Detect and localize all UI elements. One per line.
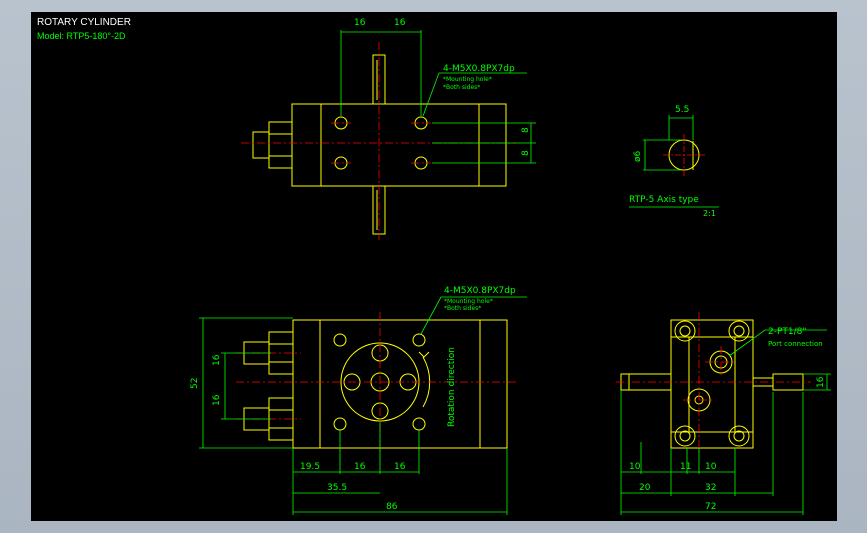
- front-note-line1: *Mounting hole*: [444, 298, 493, 305]
- side-body: [670, 319, 754, 449]
- side-corner-hole-3: [674, 425, 696, 447]
- top-note-line2: *Both sides*: [443, 84, 480, 91]
- top-dim-left: 16: [354, 18, 366, 28]
- side-dimensions: [620, 329, 831, 515]
- side-corner-hole-4: [728, 425, 750, 447]
- front-dim-total: 86: [386, 502, 398, 512]
- top-note-main: 4-M5X0.8PX7dp: [443, 64, 515, 74]
- front-corner-hole-2: [333, 417, 347, 431]
- axis-dim-diameter: ø6: [633, 150, 643, 162]
- top-dim-v1: 8: [521, 127, 531, 133]
- top-dim-right: 16: [394, 18, 406, 28]
- front-view: [243, 319, 508, 449]
- front-centerlines: [236, 312, 516, 452]
- top-note-line1: *Mounting hole*: [443, 76, 492, 83]
- front-dim-v-upper: 16: [212, 354, 222, 366]
- model-label: Model: RTP5-180°-2D: [37, 31, 126, 41]
- cad-viewport[interactable]: ROTARY CYLINDER Model: RTP5-180°-2D: [31, 12, 837, 521]
- rotation-direction-label: Rotation direction: [447, 347, 457, 427]
- axis-scale: 2:1: [703, 209, 716, 218]
- front-dim-h1: 19.5: [300, 462, 320, 472]
- side-corner-hole-2: [728, 320, 750, 342]
- side-dim-h2: 11: [680, 462, 691, 472]
- top-dimensions: [340, 30, 536, 164]
- cad-drawing: ROTARY CYLINDER Model: RTP5-180°-2D: [37, 17, 831, 515]
- front-dim-height: 52: [190, 378, 200, 389]
- axis-dim-width: 5.5: [675, 105, 689, 115]
- front-note-line2: *Both sides*: [444, 305, 481, 312]
- side-dim-h4: 20: [639, 483, 651, 493]
- top-nut: [268, 121, 293, 169]
- top-fitting: [252, 131, 270, 159]
- front-note-main: 4-M5X0.8PX7dp: [444, 286, 516, 296]
- front-body: [292, 319, 508, 449]
- front-corner-hole-4: [412, 417, 426, 431]
- front-dim-h4: 35.5: [327, 483, 347, 493]
- side-dim-total: 72: [705, 502, 716, 512]
- side-dim-v: 16: [816, 376, 826, 388]
- front-dimensions: [199, 296, 527, 515]
- front-corner-hole-1: [333, 333, 347, 347]
- top-body: [291, 103, 507, 187]
- side-dim-h5: 32: [705, 483, 716, 493]
- top-dim-v2: 8: [521, 150, 531, 156]
- axis-detail: 5.5 ø6 RTP-5 Axis type 2:1: [629, 105, 719, 218]
- rotation-arrow-head: [418, 351, 430, 358]
- drawing-title: ROTARY CYLINDER: [37, 17, 131, 28]
- side-corner-hole-1: [674, 320, 696, 342]
- side-centerlines: [616, 312, 811, 457]
- axis-caption: RTP-5 Axis type: [629, 195, 699, 205]
- side-dim-h3: 10: [705, 462, 717, 472]
- front-dim-v-lower: 16: [212, 394, 222, 406]
- side-dim-h1: 10: [629, 462, 641, 472]
- side-port-sublabel: Port connection: [768, 340, 823, 348]
- front-dim-h2: 16: [354, 462, 366, 472]
- front-corner-hole-3: [412, 333, 426, 347]
- side-port-label: 2-PT1/8": [768, 327, 807, 337]
- front-dim-h3: 16: [394, 462, 406, 472]
